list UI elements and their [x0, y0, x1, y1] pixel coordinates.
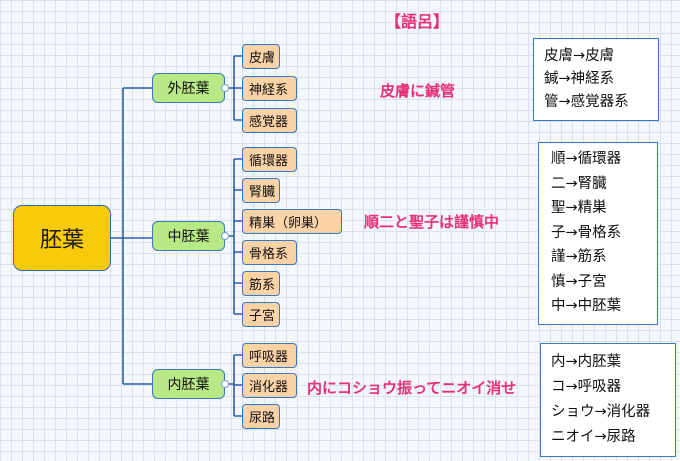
mapping-line: 聖→精巣: [551, 200, 607, 216]
leaf-node[interactable]: 筋系: [242, 271, 280, 296]
leaf-node[interactable]: 腎臓: [242, 178, 280, 203]
mapping-box-ectoderm: 皮膚→皮膚 鍼→神経系 管→感覚器系: [533, 38, 659, 121]
mapping-line: 内→内胚葉: [551, 354, 622, 370]
group-node-mesoderm[interactable]: 中胚葉: [152, 221, 225, 251]
mnemonic-endoderm: 内にコショウ振ってニオイ消せ: [307, 379, 517, 397]
root-node-embryonic-layer[interactable]: 胚葉: [13, 205, 111, 271]
mapping-line: 中→中胚葉: [551, 298, 622, 314]
mapping-line: ニオイ→尿路: [551, 429, 636, 445]
mapping-line: 皮膚→皮膚: [544, 48, 615, 64]
leaf-node[interactable]: 精巣（卵巣）: [242, 209, 342, 234]
mnemonic-ectoderm: 皮膚に鍼管: [380, 82, 456, 100]
mapping-line: 二→腎臓: [551, 175, 607, 192]
mapping-line: 順→循環器: [551, 151, 622, 167]
mnemonic-mesoderm: 順二と聖子は謹慎中: [364, 213, 500, 231]
leaf-node[interactable]: 尿路: [242, 404, 280, 429]
mapping-line: 鍼→神経系: [544, 71, 615, 87]
leaf-node[interactable]: 循環器: [242, 147, 297, 172]
leaf-node[interactable]: 子宮: [242, 302, 280, 327]
leaf-node[interactable]: 呼吸器: [242, 343, 297, 368]
mapping-line: 管→感覚器系: [544, 94, 629, 110]
leaf-node[interactable]: 骨格系: [242, 240, 297, 265]
mapping-box-endoderm: 内→内胚葉 コ→呼吸器 ショウ→消化器 ニオイ→尿路: [540, 343, 676, 457]
group-node-endoderm[interactable]: 内胚葉: [152, 369, 225, 399]
leaf-node[interactable]: 神経系: [242, 76, 297, 101]
mapping-line: 子→骨格系: [551, 224, 622, 241]
mapping-box-mesoderm: 順→循環器 二→腎臓 聖→精巣 子→骨格系 謹→筋系 慎→子宮 中→中胚葉: [538, 142, 658, 325]
collapse-toggle-icon[interactable]: [221, 84, 229, 92]
leaf-node[interactable]: 感覚器: [242, 108, 297, 133]
leaf-node[interactable]: 皮膚: [242, 44, 280, 69]
mapping-line: 慎→子宮: [551, 273, 607, 290]
mnemonic-title: 【語呂】: [385, 12, 450, 31]
group-node-ectoderm[interactable]: 外胚葉: [152, 73, 225, 103]
mapping-line: 謹→筋系: [551, 249, 607, 265]
collapse-toggle-icon[interactable]: [221, 380, 229, 388]
leaf-node[interactable]: 消化器: [242, 373, 297, 398]
mapping-line: コ→呼吸器: [551, 379, 622, 395]
collapse-toggle-icon[interactable]: [221, 232, 229, 240]
mapping-line: ショウ→消化器: [551, 404, 651, 420]
